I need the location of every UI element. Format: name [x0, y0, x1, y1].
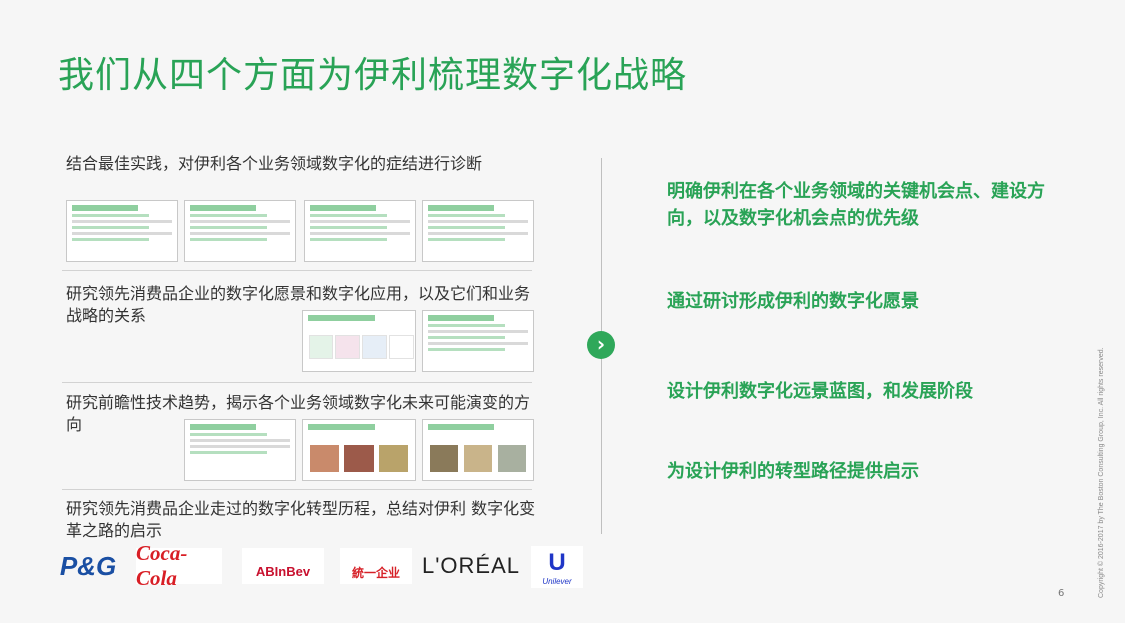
- unilever-wordmark: Unilever: [542, 576, 572, 586]
- thumbnail-diagnosis-3: [304, 200, 416, 262]
- left-item-diagnosis: 结合最佳实践，对伊利各个业务领域数字化的症结进行诊断: [66, 154, 483, 173]
- copyright-notice: Copyright © 2016-2017 by The Boston Cons…: [1098, 347, 1105, 598]
- thumbnail-trends-1: [184, 419, 296, 481]
- thumbnail-vision-1: [302, 310, 416, 372]
- unilever-mark: U: [548, 548, 566, 576]
- thumbnail-diagnosis-4: [422, 200, 534, 262]
- page-title: 我们从四个方面为伊利梳理数字化战略: [58, 55, 688, 96]
- divider: [62, 270, 532, 271]
- chevron-right-icon: ›: [587, 331, 615, 359]
- right-item-opportunities: 明确伊利在各个业务领域的关键机会点、建设方向，以及数字化机会点的优先级: [667, 181, 1045, 229]
- thumbnail-diagnosis-2: [184, 200, 296, 262]
- divider: [62, 489, 532, 490]
- page-number: 6: [1058, 588, 1065, 599]
- tongyi-logo: 統一企业: [340, 548, 412, 584]
- right-item-path: 为设计伊利的转型路径提供启示: [667, 461, 919, 482]
- unilever-logo: U Unilever: [531, 546, 583, 588]
- pg-logo: P&G: [59, 550, 117, 581]
- loreal-logo: L'ORÉAL: [421, 553, 521, 578]
- divider: [62, 382, 532, 383]
- coca-cola-logo: Coca-Cola: [136, 541, 222, 590]
- thumbnail-trends-3: [422, 419, 534, 481]
- left-item-tech-trends: 研究前瞻性技术趋势，揭示各个业务领域数字化未来可能演变的方向: [66, 393, 531, 434]
- thumbnail-trends-2: [302, 419, 416, 481]
- right-item-vision: 通过研讨形成伊利的数字化愿景: [667, 291, 919, 312]
- thumbnail-vision-2: [422, 310, 534, 372]
- abinbev-logo: ABInBev: [242, 548, 324, 584]
- thumbnail-diagnosis-1: [66, 200, 178, 262]
- right-item-blueprint: 设计伊利数字化远景蓝图，和发展阶段: [667, 381, 973, 402]
- left-item-transformation-history: 研究领先消费品企业走过的数字化转型历程，总结对伊利 数字化变革之路的启示: [66, 499, 536, 540]
- left-item-vision-research: 研究领先消费品企业的数字化愿景和数字化应用，以及它们和业务战略的关系: [66, 284, 531, 325]
